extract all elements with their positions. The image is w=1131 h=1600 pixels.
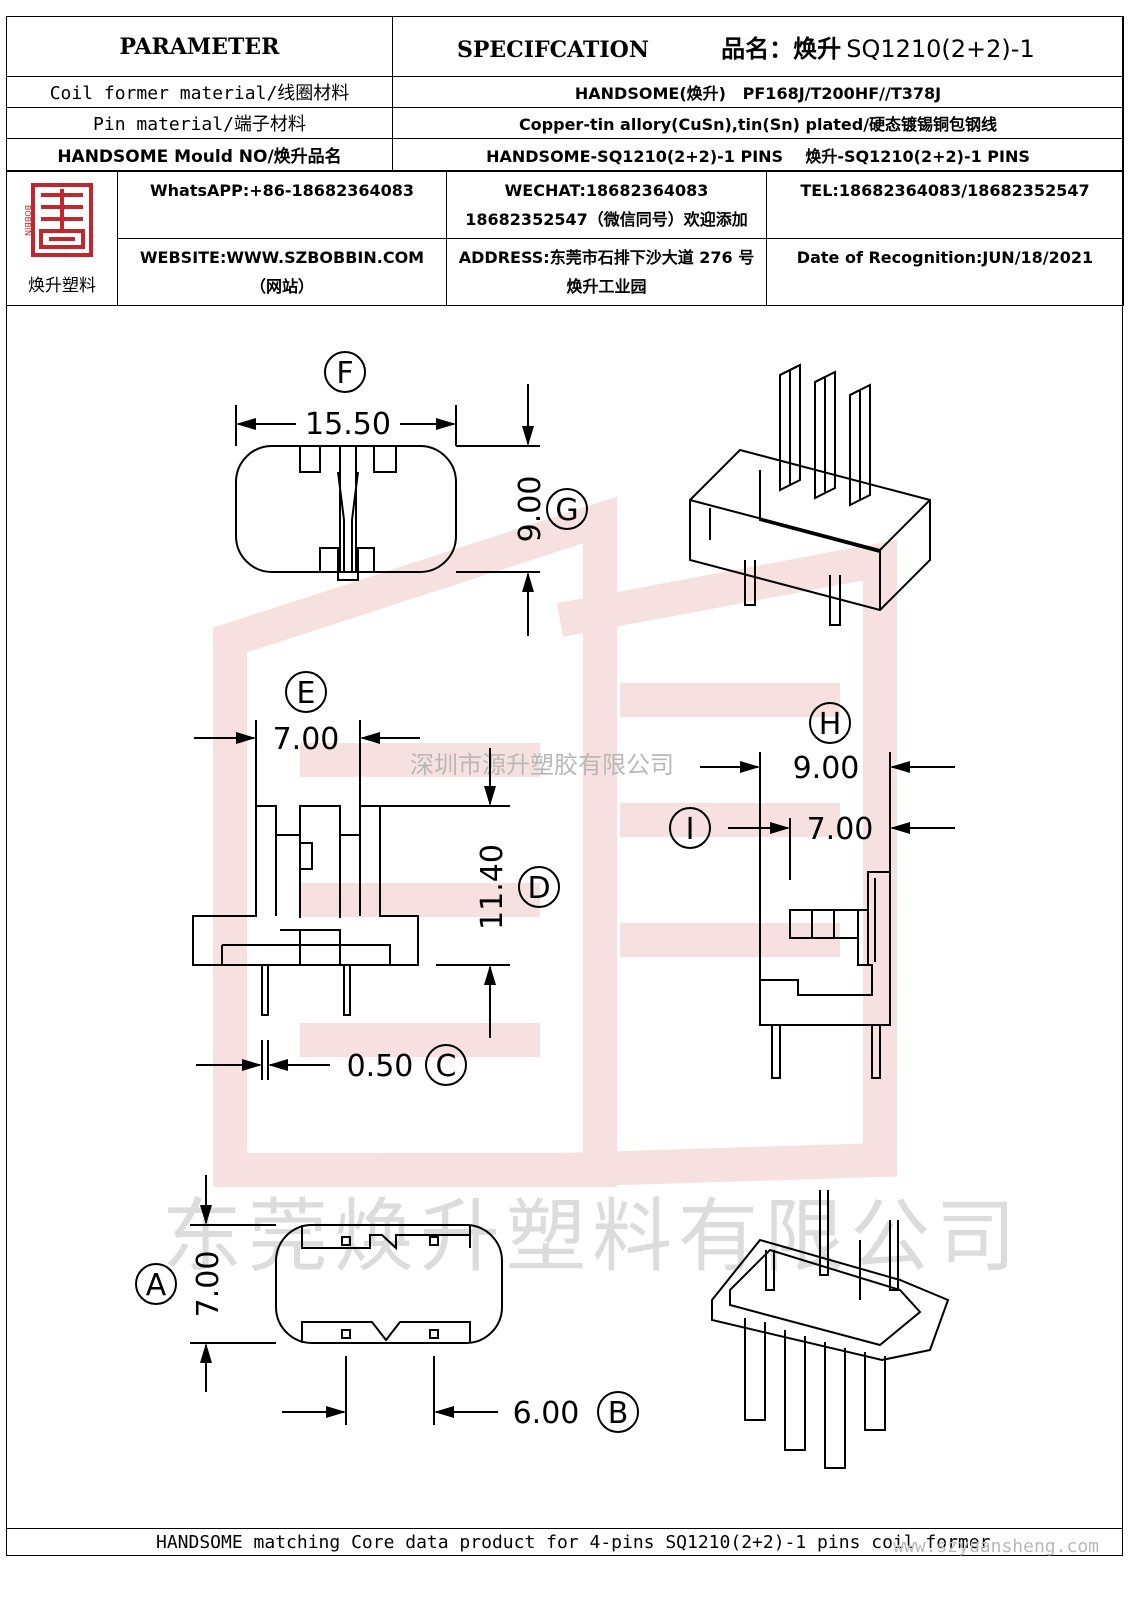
dim-a-letter: A — [146, 1268, 167, 1303]
dim-d-letter: D — [527, 871, 550, 906]
spec-coil-former-material: HANDSOME(焕升) PF168J/T200HF//T378J — [392, 76, 1124, 108]
company-info-table: BOBBIN 焕升塑料 WhatsAPP:+86-18682364083 WEC… — [6, 171, 1124, 306]
dim-f-circle — [324, 351, 366, 393]
website-contact: WEBSITE:WWW.SZBOBBIN.COM（网站） — [117, 238, 447, 306]
param-mould-no: HANDSOME Mould NO/焕升品名 — [6, 138, 393, 171]
whatsapp-contact: WhatsAPP:+86-18682364083 — [117, 171, 447, 239]
address-contact: ADDRESS:东莞市石排下沙大道 276 号焕升工业园 — [446, 238, 767, 306]
isometric-view-bottom — [711, 1190, 950, 1469]
dim-c-value: 0.50 — [347, 1049, 414, 1084]
dim-i-letter: I — [686, 812, 695, 847]
spec-header-table: PARAMETER SPECIFCATION 品名：焕升 SQ1210(2+2)… — [6, 16, 1124, 171]
side-view — [700, 752, 955, 1079]
top-view — [235, 384, 540, 636]
wechat-contact: WECHAT:18682364083 18682352547（微信同号）欢迎添加 — [446, 171, 767, 239]
dim-g-letter: G — [555, 493, 578, 528]
specification-heading-cell: SPECIFCATION 品名：焕升 SQ1210(2+2)-1 — [392, 16, 1124, 77]
technical-drawing: F 15.50 9.00 G E 7.00 11. — [135, 351, 955, 1469]
dim-h-letter: H — [819, 707, 842, 742]
dim-a-circle — [135, 1263, 177, 1305]
param-coil-former-material: Coil former material/线圈材料 — [6, 76, 393, 108]
footer-url: www.szyuansheng.com — [893, 1536, 1099, 1557]
bottom-view — [190, 1175, 503, 1425]
parameter-heading: PARAMETER — [6, 16, 393, 77]
dim-f-value: 15.50 — [305, 407, 391, 442]
dim-a-value: 7.00 — [191, 1251, 226, 1318]
specification-heading: SPECIFCATION — [457, 37, 649, 63]
footer-text: HANDSOME matching Core data product for … — [156, 1532, 991, 1553]
dim-g-circle — [546, 488, 588, 530]
footer-bar: HANDSOME matching Core data product for … — [6, 1528, 1123, 1557]
dim-i-circle — [669, 807, 711, 849]
dim-b-value: 6.00 — [513, 1396, 580, 1431]
dim-e-circle — [285, 671, 327, 713]
company-logo-cell: BOBBIN 焕升塑料 — [6, 171, 118, 306]
dim-i-value: 7.00 — [807, 812, 874, 847]
dim-e-letter: E — [297, 676, 316, 711]
company-logo-icon: BOBBIN — [23, 182, 93, 257]
dim-d-circle — [518, 866, 560, 908]
recognition-date: Date of Recognition:JUN/18/2021 — [766, 238, 1124, 306]
dim-h-circle — [809, 702, 851, 744]
param-pin-material: Pin material/端子材料 — [6, 107, 393, 139]
dim-c-circle — [425, 1044, 467, 1086]
logo-caption: 焕升塑料 — [28, 275, 96, 296]
dim-f-letter: F — [336, 356, 353, 391]
dim-e-value: 7.00 — [273, 722, 340, 757]
isometric-view-top — [689, 363, 931, 626]
product-name-value: SQ1210(2+2)-1 — [846, 35, 1035, 63]
spec-mould-no: HANDSOME-SQ1210(2+2)-1 PINS 焕升-SQ1210(2+… — [392, 138, 1124, 171]
dim-h-value: 9.00 — [793, 751, 860, 786]
tel-contact: TEL:18682364083/18682352547 — [766, 171, 1124, 239]
dim-d-value: 11.40 — [475, 844, 510, 930]
front-view — [192, 720, 510, 1080]
dim-b-letter: B — [608, 1396, 629, 1431]
logo-letters: BOBBIN — [23, 205, 32, 236]
dim-b-circle — [597, 1391, 639, 1433]
dim-g-value: 9.00 — [513, 476, 548, 543]
product-name-label: 品名：焕升 — [721, 35, 842, 63]
spec-pin-material: Copper-tin allory(CuSn),tin(Sn) plated/硬… — [392, 107, 1124, 139]
dim-c-letter: C — [436, 1049, 457, 1084]
